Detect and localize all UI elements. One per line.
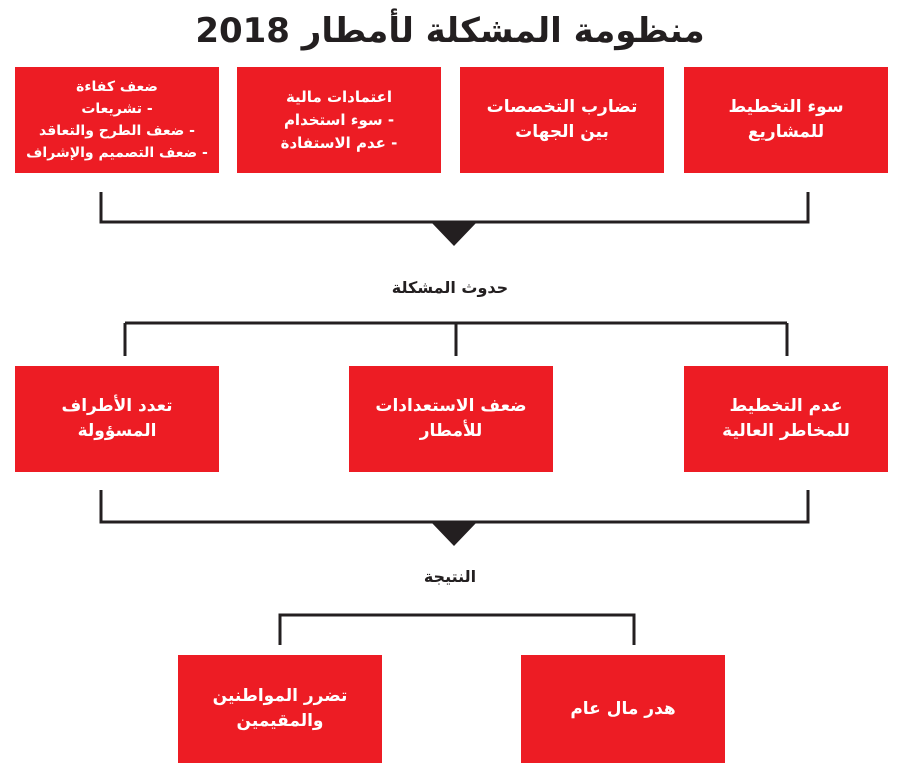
result-box-citizens-harmed: تضرر المواطنين والمقيمين <box>178 655 382 763</box>
cause-line: تضارب التخصصات <box>486 97 638 117</box>
result-line: والمقيمين <box>236 711 324 731</box>
cause-box-conflicting-specializations: تضارب التخصصات بين الجهات <box>460 67 664 173</box>
down-arrow-1 <box>431 222 477 246</box>
stage-label-result: النتيجة <box>423 567 477 586</box>
effect-line: المسؤولة <box>77 421 157 441</box>
effect-line: للمخاطر العالية <box>722 421 850 441</box>
effect-line: عدم التخطيط <box>729 396 843 416</box>
results-tree <box>278 613 636 645</box>
effect-box-weak-preparedness: ضعف الاستعدادات للأمطار <box>349 366 553 472</box>
result-line: هدر مال عام <box>570 698 676 719</box>
effect-line: للأمطار <box>419 421 483 441</box>
cause-box-weak-efficiency: ضعف كفاءة - تشريعات - ضعف الطرح والتعاقد… <box>15 67 219 173</box>
effect-line: ضعف الاستعدادات <box>375 396 527 416</box>
cause-line: - ضعف التصميم والإشراف <box>26 145 208 161</box>
effects-bracket <box>99 490 810 524</box>
cause-line: - سوء استخدام <box>283 110 395 129</box>
result-box-public-money-waste: هدر مال عام <box>521 655 725 763</box>
cause-box-financial-allocations: اعتمادات مالية - سوء استخدام - عدم الاست… <box>237 67 441 173</box>
result-line: تضرر المواطنين <box>212 686 348 706</box>
causes-bracket <box>99 192 810 224</box>
cause-line: اعتمادات مالية <box>285 87 393 106</box>
stage-label-problem-occurrence: حدوث المشكلة <box>391 278 509 297</box>
diagram-title: منظومة المشكلة لأمطار 2018 <box>195 11 705 51</box>
effect-line: تعدد الأطراف <box>61 396 173 416</box>
cause-line: بين الجهات <box>515 122 609 142</box>
cause-line: - تشريعات <box>81 101 153 117</box>
effect-box-multiple-parties: تعدد الأطراف المسؤولة <box>15 366 219 472</box>
cause-box-poor-planning: سوء التخطيط للمشاريع <box>684 67 888 173</box>
cause-line: للمشاريع <box>747 122 825 142</box>
effect-box-no-risk-planning: عدم التخطيط للمخاطر العالية <box>684 366 888 472</box>
cause-line: - عدم الاستفادة <box>280 133 398 152</box>
down-arrow-2 <box>431 522 477 546</box>
cause-line: - ضعف الطرح والتعاقد <box>39 123 195 139</box>
cause-line: ضعف كفاءة <box>76 79 158 95</box>
cause-line: سوء التخطيط <box>728 97 844 117</box>
